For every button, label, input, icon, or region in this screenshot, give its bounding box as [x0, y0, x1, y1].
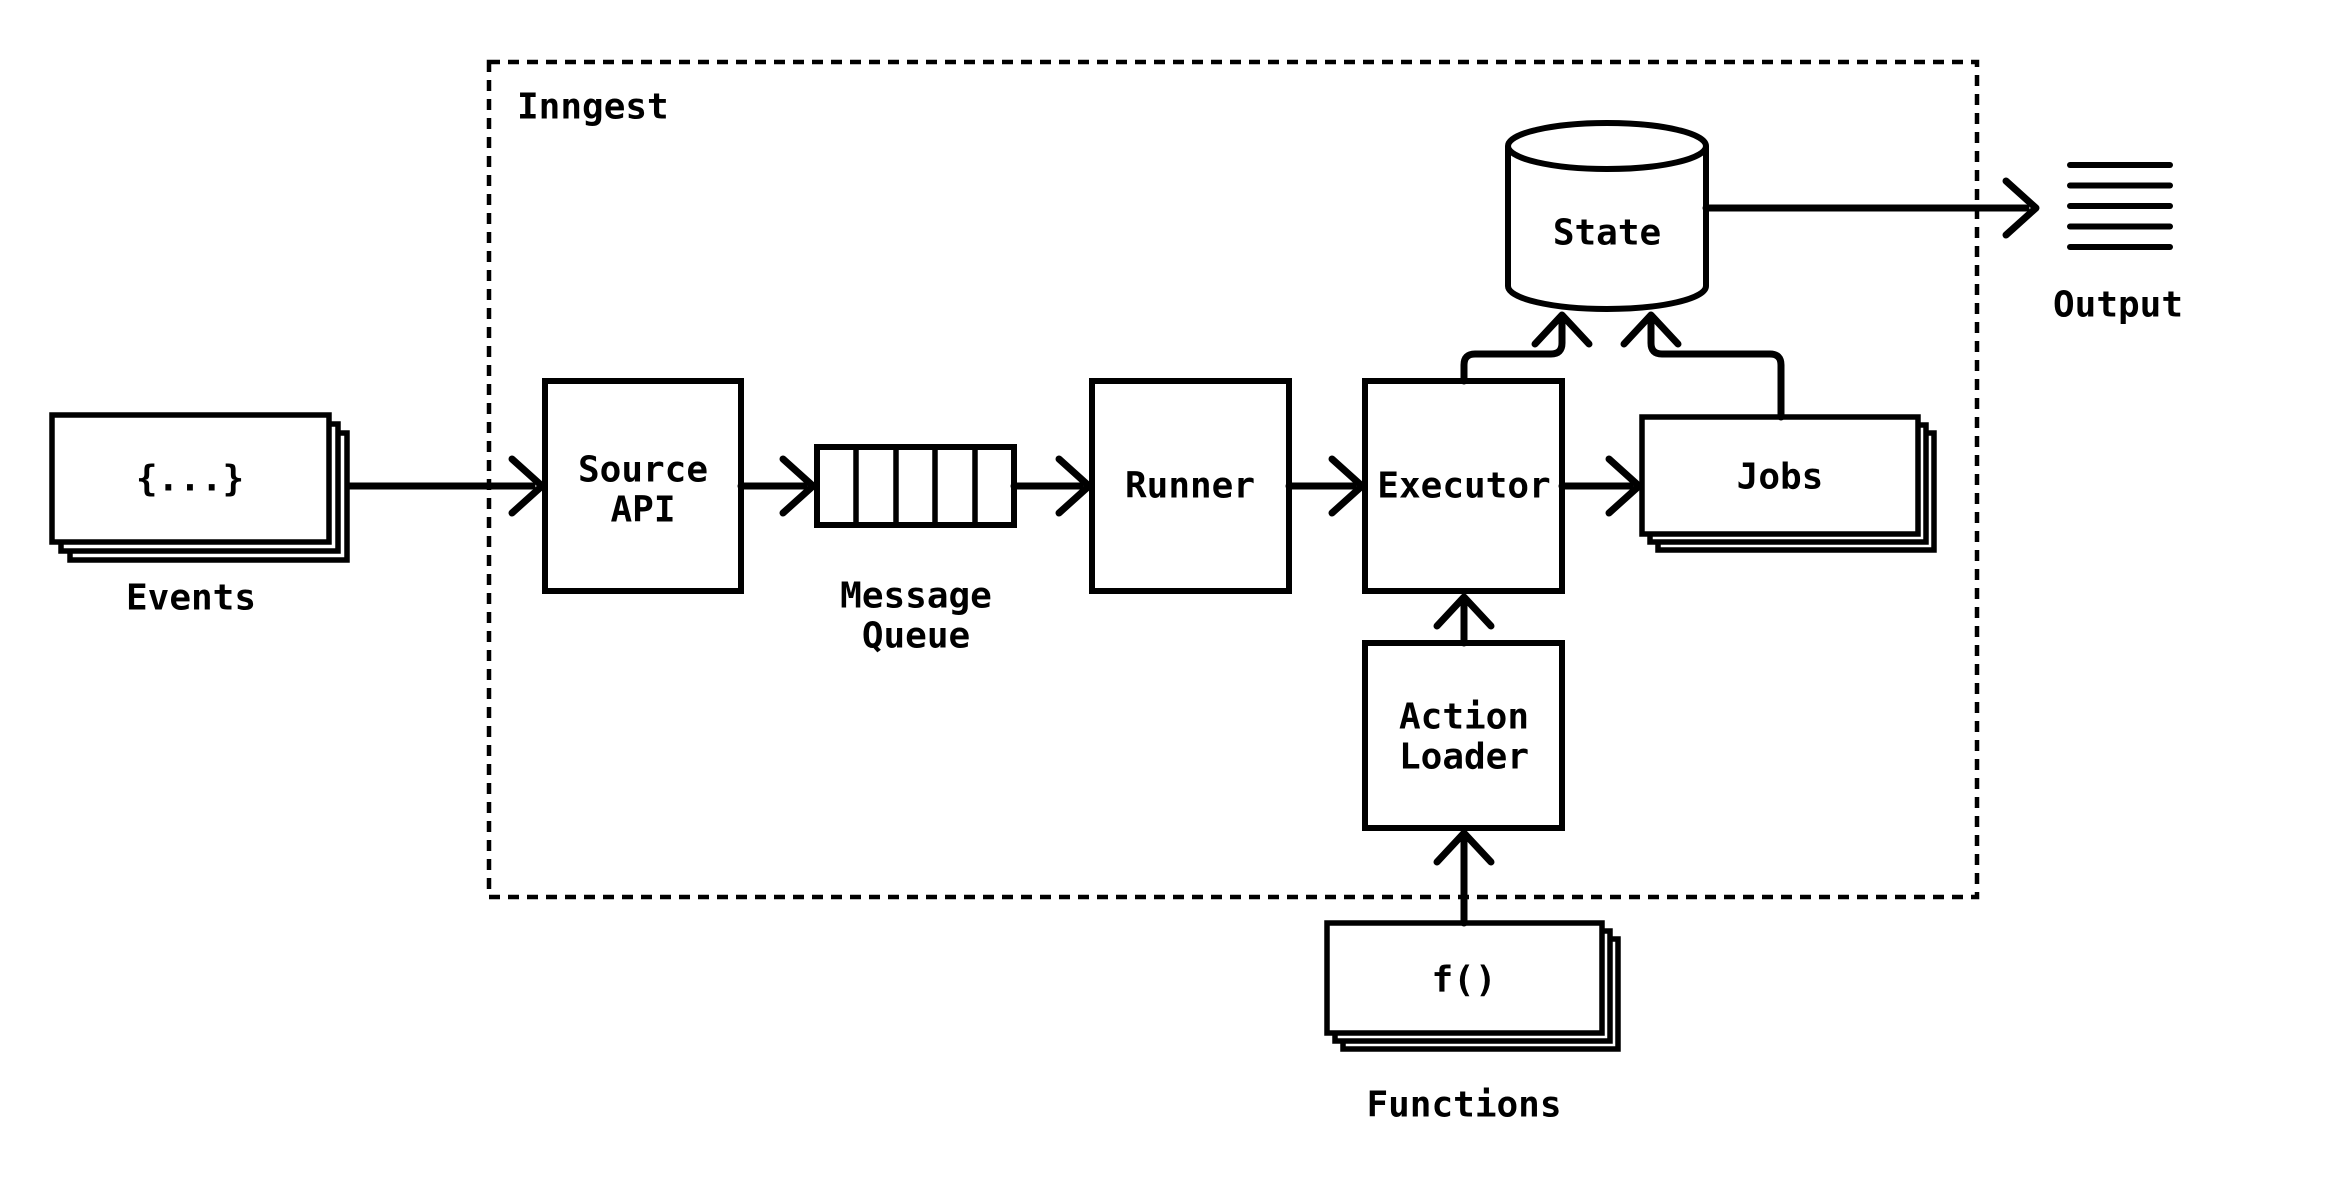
action-loader-box [1362, 640, 1565, 831]
message-queue-label-line2: Queue [862, 616, 970, 657]
runner-label: Runner [1125, 466, 1255, 507]
functions-node: f() Functions [1324, 920, 1621, 1126]
arrow-functions-to-action-loader [1433, 829, 1495, 927]
output-lines-icon [2067, 162, 2173, 250]
functions-card-front [1324, 920, 1605, 1036]
state-cylinder-top [1505, 120, 1709, 172]
arrow-runner-to-executor [1285, 455, 1366, 517]
runner-node: Runner [1089, 378, 1292, 594]
arrow-state-to-output [1702, 177, 2040, 239]
inngest-boundary-rect [486, 59, 1980, 900]
action-loader-node: Action Loader [1362, 640, 1565, 831]
source-api-node: Source API [542, 378, 744, 594]
jobs-label: Jobs [1737, 457, 1824, 498]
functions-label: Functions [1366, 1085, 1561, 1126]
executor-label: Executor [1377, 466, 1550, 507]
output-label: Output [2053, 285, 2183, 326]
arrow-action-loader-to-executor [1433, 593, 1495, 647]
arrow-executor-to-jobs [1558, 455, 1643, 517]
source-api-box [542, 378, 744, 594]
events-node: {...} Events [49, 412, 350, 619]
events-card-text: {...} [136, 459, 244, 500]
action-loader-label-line2: Loader [1399, 737, 1529, 778]
state-node: State [1505, 120, 1709, 312]
action-loader-label-line1: Action [1399, 697, 1529, 738]
output-node: Output [2053, 162, 2183, 326]
events-label: Events [126, 578, 256, 619]
inngest-boundary-label: Inngest [517, 87, 669, 128]
arrow-jobs-to-state [1620, 311, 1785, 421]
inngest-boundary: Inngest [486, 59, 1980, 900]
arrow-source-api-to-message-queue [737, 455, 817, 517]
arrow-message-queue-to-runner [1010, 455, 1093, 517]
executor-node: Executor [1362, 378, 1565, 594]
message-queue-box [814, 444, 1017, 528]
functions-card-text: f() [1431, 960, 1496, 1001]
source-api-label-line2: API [610, 490, 675, 531]
events-card-front [49, 412, 332, 545]
arrow-events-to-source-api [344, 455, 546, 517]
state-label: State [1553, 213, 1661, 254]
message-queue-label-line1: Message [840, 576, 992, 617]
arrow-executor-to-state [1460, 311, 1593, 385]
state-cylinder-body [1505, 146, 1709, 312]
jobs-node: Jobs [1639, 414, 1937, 553]
message-queue-node: Message Queue [814, 444, 1017, 657]
source-api-label-line1: Source [578, 450, 708, 491]
